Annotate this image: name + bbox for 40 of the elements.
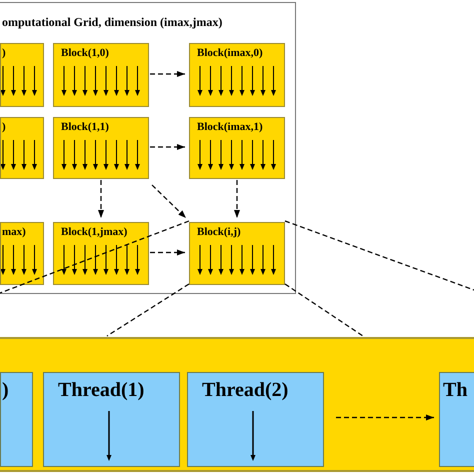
thread-label: Thread(2): [202, 379, 288, 402]
thread-label: Th: [443, 379, 468, 402]
connector-line: [0, 220, 190, 294]
grid-panel: [0, 2, 296, 294]
thread-box: [187, 372, 324, 467]
block-label: Block(1,jmax): [61, 226, 128, 238]
block-label: Block(imax,1): [197, 121, 263, 133]
block-label: ): [2, 47, 6, 59]
block-label: Block(i,j): [197, 226, 241, 238]
connector-line: [284, 220, 474, 291]
connector-line: [284, 284, 364, 336]
arrow: [150, 71, 185, 77]
thread-box: [439, 372, 474, 467]
thread-label: Thread(1): [58, 379, 144, 402]
block-label: ): [2, 121, 6, 133]
block-label: Block(1,0): [61, 47, 109, 59]
block-box: [53, 43, 149, 107]
block-label: max): [2, 226, 26, 238]
arrow: [234, 180, 240, 218]
block-box: [0, 43, 44, 107]
block-band: [0, 337, 474, 472]
block-box: [0, 117, 44, 179]
arrow: [336, 414, 434, 420]
block-box: [53, 222, 149, 285]
block-box: [189, 222, 285, 285]
block-box: [53, 117, 149, 179]
block-label: Block(imax,0): [197, 47, 263, 59]
grid-title: omputational Grid, dimension (imax,jmax): [2, 15, 222, 30]
thread-label: ): [2, 379, 9, 402]
arrow: [150, 144, 185, 150]
thread-box: [43, 372, 180, 467]
arrow: [98, 180, 104, 218]
connector-line: [106, 284, 190, 336]
arrow: [150, 250, 185, 256]
block-box: [189, 43, 285, 107]
arrow: [152, 184, 186, 218]
thread-box: [0, 372, 33, 467]
block-box: [189, 117, 285, 179]
block-box: [0, 222, 44, 285]
block-label: Block(1,1): [61, 121, 109, 133]
